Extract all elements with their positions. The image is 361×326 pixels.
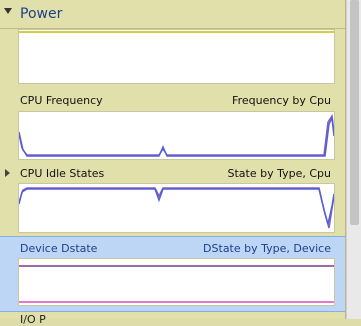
device-dstate-graph[interactable]: Device Dstate DState by Type, Device xyxy=(0,236,345,312)
group-title: Power xyxy=(20,6,63,22)
cpu-idle-states-graph[interactable]: CPU Idle States State by Type, Cpu xyxy=(0,167,345,235)
vertical-scrollbar[interactable] xyxy=(346,0,361,319)
graph-title: CPU Idle States xyxy=(20,167,105,180)
cpu-frequency-thumbnail-chart xyxy=(19,113,334,157)
graph-thumbnail[interactable] xyxy=(18,258,335,306)
collapse-arrow-icon[interactable] xyxy=(4,8,12,14)
power-thumbnail-chart xyxy=(19,31,334,33)
expand-arrow-icon[interactable] xyxy=(5,169,10,177)
cpu-frequency-series-b xyxy=(19,113,334,156)
next-graph-title: I/O P xyxy=(20,313,46,326)
graph-title: Device Dstate xyxy=(20,242,98,255)
cpu-idle-states-thumbnail-chart xyxy=(19,187,334,229)
graph-preset[interactable]: DState by Type, Device xyxy=(203,242,331,255)
cpu-frequency-graph[interactable]: CPU Frequency Frequency by Cpu xyxy=(0,94,345,162)
group-divider xyxy=(0,28,345,29)
cpu-idle-series-b xyxy=(19,187,334,229)
power-graph[interactable] xyxy=(0,29,345,87)
cpu-idle-series-a xyxy=(19,188,334,225)
graph-preset[interactable]: State by Type, Cpu xyxy=(227,167,332,180)
graph-thumbnail[interactable] xyxy=(18,29,335,84)
graph-thumbnail[interactable] xyxy=(18,183,335,233)
graph-explorer-panel: Power CPU Frequency Frequency by Cpu CPU… xyxy=(0,0,346,326)
cpu-frequency-series-a xyxy=(19,115,334,157)
graph-title: CPU Frequency xyxy=(20,94,103,107)
scrollbar-thumb[interactable] xyxy=(350,0,359,225)
graph-thumbnail[interactable] xyxy=(18,111,335,160)
power-group-header[interactable]: Power xyxy=(0,0,345,28)
graph-preset[interactable]: Frequency by Cpu xyxy=(232,94,331,107)
device-dstate-thumbnail-chart xyxy=(19,265,334,303)
